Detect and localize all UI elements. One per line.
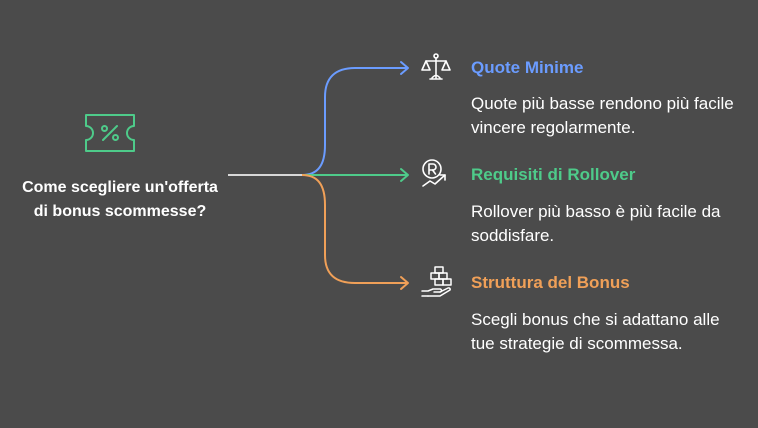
connector-branch-3 bbox=[301, 174, 408, 284]
arrowhead-branch-1 bbox=[400, 61, 409, 75]
branch-description-3: Scegli bonus che si adattano alle tue st… bbox=[471, 310, 720, 353]
root-label: Come scegliere un'offerta di bonus scomm… bbox=[22, 179, 218, 220]
branch-description-2: Rollover più basso è più facile da soddi… bbox=[471, 202, 721, 245]
branch-title-1: Quote Minime bbox=[471, 58, 584, 77]
branch-title-3: Struttura del Bonus bbox=[471, 273, 630, 292]
hand-blocks-icon bbox=[421, 265, 452, 297]
arrowhead-branch-2 bbox=[400, 168, 409, 182]
branch-description-1: Quote più basse rendono più facile vince… bbox=[471, 94, 734, 137]
percent-ticket-icon bbox=[84, 113, 136, 153]
branch-title-2: Requisiti di Rollover bbox=[471, 165, 636, 184]
balance-scale-icon bbox=[421, 52, 451, 82]
rollover-coin-icon bbox=[421, 158, 451, 188]
connector-branch-1 bbox=[301, 67, 408, 176]
arrowhead-branch-3 bbox=[400, 276, 409, 290]
